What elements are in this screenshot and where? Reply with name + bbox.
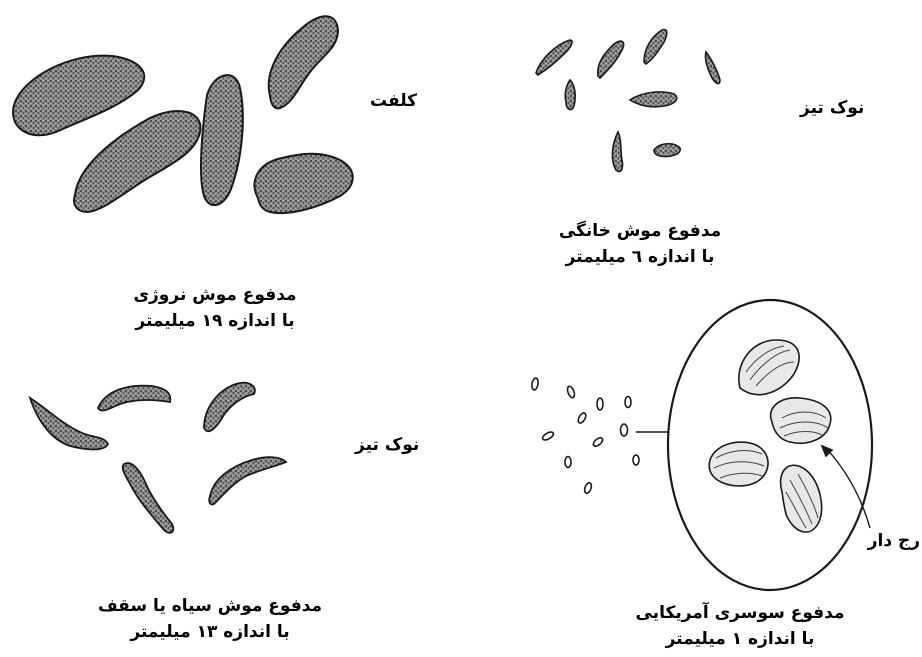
roof-rat-droppings [30, 383, 286, 533]
norway-rat-caption-line2: با اندازه ۱۹ میلیمتر [75, 308, 355, 334]
cockroach-caption: مدفوع سوسری آمریکایی با اندازه ١ میلیمتر [590, 600, 890, 652]
house-mouse-side-label: نوک تیز [800, 95, 864, 121]
pellet-8 [621, 424, 628, 436]
roof-rat-caption-line1: مدفوع موش سیاه یا سقف [50, 593, 370, 619]
dropping-norway-3 [201, 75, 243, 205]
dropping-norway-4 [269, 16, 338, 108]
pellet-1 [531, 378, 539, 391]
dropping-mouse-1 [536, 40, 572, 75]
dropping-mouse-4 [705, 52, 720, 84]
dropping-roof-4 [123, 463, 174, 533]
cockroach-droppings [531, 300, 872, 590]
cockroach-caption-line1: مدفوع سوسری آمریکایی [590, 600, 890, 626]
dropping-roof-3 [204, 383, 255, 432]
dropping-norway-2 [74, 111, 200, 212]
norway-rat-caption-line1: مدفوع موش نروژی [75, 282, 355, 308]
cockroach-side-label: رج دار [868, 528, 920, 554]
house-mouse-droppings [536, 30, 720, 172]
pellet-6 [541, 430, 554, 441]
dropping-mouse-3 [644, 30, 667, 64]
dropping-roof-2 [98, 386, 170, 411]
pellet-11 [583, 482, 592, 494]
norway-rat-side-label: کلفت [370, 88, 417, 114]
roof-rat-caption-line2: با اندازه ١٣ میلیمتر [50, 619, 370, 645]
house-mouse-caption-line2: با اندازه ٦ میلیمتر [500, 244, 780, 270]
roof-rat-side-label: نوک تیز [355, 432, 419, 458]
roof-rat-caption: مدفوع موش سیاه یا سقف با اندازه ١٣ میلیم… [50, 593, 370, 645]
norway-rat-caption: مدفوع موش نروژی با اندازه ۱۹ میلیمتر [75, 282, 355, 334]
pellet-9 [565, 457, 571, 468]
dropping-mouse-8 [654, 144, 680, 157]
magnified-pellet-2 [771, 398, 831, 443]
pellet-7 [592, 436, 604, 448]
dropping-norway-1 [13, 56, 144, 136]
pellet-5 [577, 412, 588, 425]
norway-rat-droppings [13, 16, 353, 213]
pellet-2 [566, 385, 576, 398]
dropping-mouse-7 [612, 132, 622, 172]
house-mouse-caption: مدفوع موش خانگی با اندازه ٦ میلیمتر [500, 218, 780, 270]
pellet-4 [625, 397, 631, 408]
dropping-mouse-2 [598, 41, 624, 78]
house-mouse-caption-line1: مدفوع موش خانگی [500, 218, 780, 244]
pellet-3 [597, 398, 603, 410]
dropping-mouse-6 [630, 92, 677, 107]
dropping-roof-1 [30, 398, 108, 450]
dropping-roof-5 [209, 457, 286, 504]
pellet-10 [633, 455, 639, 465]
dropping-norway-5 [254, 154, 352, 213]
dropping-mouse-5 [565, 80, 575, 109]
cockroach-caption-line2: با اندازه ١ میلیمتر [590, 626, 890, 652]
